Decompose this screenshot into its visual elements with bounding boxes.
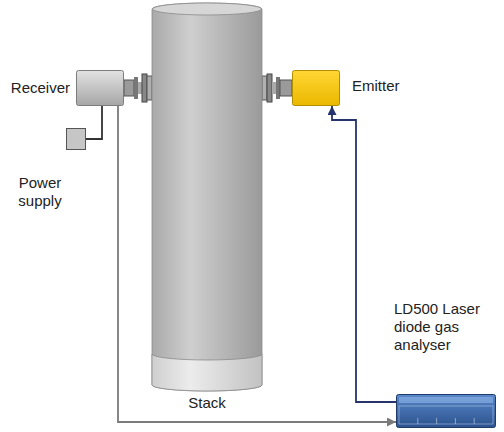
power-label: Power supply: [9, 174, 71, 210]
analyser-top-strip: [399, 397, 493, 403]
stack-node: Stack: [152, 2, 262, 392]
stack-label: Stack: [188, 394, 226, 412]
emitter-box: [293, 71, 340, 106]
receiver-node: Receiver: [76, 70, 124, 106]
analyser-box: [397, 395, 496, 428]
stack-body: [152, 3, 262, 391]
power-shape: [66, 128, 86, 150]
connector-ring: [134, 77, 138, 99]
emitter-shape: [292, 70, 340, 106]
emitter-flange: [262, 74, 292, 102]
panel-rule: [417, 418, 418, 424]
receiver-box: [77, 71, 124, 106]
stack-base-band: [152, 354, 262, 391]
stack-shape: [152, 2, 262, 392]
power-node: Power supply: [66, 128, 86, 150]
flange-plate: [147, 76, 152, 100]
connector-line: [332, 106, 396, 402]
emitter-label: Emitter: [352, 77, 400, 95]
stack-top: [153, 3, 262, 15]
flange-disc: [142, 74, 147, 102]
connector-line: [86, 106, 102, 139]
connector-neck: [272, 82, 276, 94]
power-supply-box: [67, 129, 86, 150]
connector-body: [124, 80, 134, 96]
panel-rule: [455, 418, 456, 424]
flange-disc: [267, 74, 272, 102]
receiver-flange: [124, 74, 152, 102]
connector-ring: [276, 77, 280, 99]
analyser-shape: [396, 394, 496, 428]
flange-plate: [262, 76, 267, 100]
connector-body: [280, 80, 292, 96]
panel-rule: [436, 418, 437, 424]
analyser-panel: [399, 406, 493, 424]
connector-neck: [138, 82, 142, 94]
receiver-label: Receiver: [11, 79, 70, 97]
analyser-node: LD500 Laser diode gas analyser: [396, 394, 496, 428]
receiver-shape: [76, 70, 124, 106]
emitter-node: Emitter: [292, 70, 340, 106]
analyser-label: LD500 Laser diode gas analyser: [394, 300, 498, 354]
panel-rule: [474, 418, 475, 424]
